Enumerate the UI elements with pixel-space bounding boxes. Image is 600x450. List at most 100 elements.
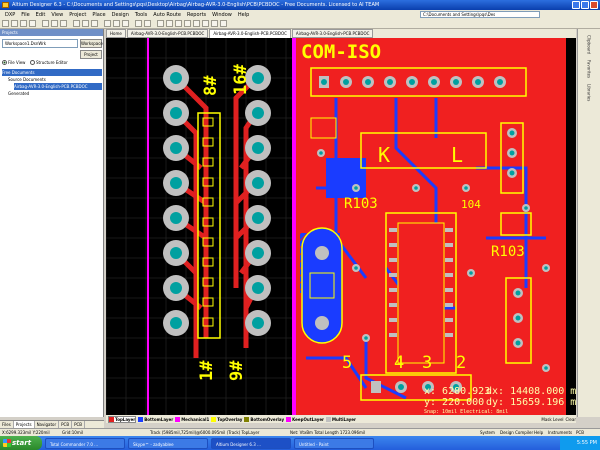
right-connector-outline [500,122,524,194]
menu-project[interactable]: Project [69,11,87,18]
select-icon[interactable] [104,20,111,27]
status-coords: X:6299.323mil Y:220mil [2,430,50,435]
tree-item-pcbdoc[interactable]: Airbag-AVR-3.0-English-PCB.PCBDOC [14,83,102,90]
system-tray-clock[interactable]: 5:55 PM [560,436,600,450]
tree-item-source-documents[interactable]: Source Documents [8,77,46,82]
menu-place[interactable]: Place [92,11,106,18]
menu-tools[interactable]: Tools [134,11,148,18]
menu-view[interactable]: View [51,11,64,18]
place-polygon-icon[interactable] [202,20,209,27]
label-pin-2: 2 [456,353,466,373]
tab-navigator[interactable]: Navigator [35,421,60,428]
redo-icon[interactable] [144,20,151,27]
tree-item-free-documents[interactable]: Free Documents [2,69,102,76]
layer-tab-topoverlay[interactable]: TopOverlay [211,416,243,422]
save-icon[interactable] [20,20,27,27]
zoom-fit-icon[interactable] [60,20,67,27]
menu-window[interactable]: Window [212,11,232,18]
layer-tab-keepout[interactable]: KeepOutLayer [286,416,324,422]
label-9: 9# [227,360,247,381]
structure-editor-radio[interactable]: Structure Editor [30,60,68,65]
interactive-route-icon[interactable] [157,20,164,27]
cut-icon[interactable] [73,20,80,27]
paste-icon[interactable] [91,20,98,27]
projects-panel: Projects Workspace1.DsnWrk Workspace Pro… [0,29,104,417]
layer-tab-bottomoverlay[interactable]: BottomOverlay [244,416,285,422]
mask-level-button[interactable]: Mask Level [541,416,564,422]
title-bar[interactable]: Altium Designer 6.3 - C:\Documents and S… [0,0,600,10]
menu-autoroute[interactable]: Auto Route [153,11,181,18]
undo-icon[interactable] [135,20,142,27]
pcb-canvas[interactable]: 8# 16# 1# 9# COM-ISO [106,38,576,415]
clear-button[interactable]: Clear [565,416,576,422]
task-paint[interactable]: Untitled - Paint [294,437,374,449]
menu-dxp[interactable]: DXP [5,11,16,18]
panel-tab-favorites[interactable]: Favorites [586,60,592,79]
place-fill-icon[interactable] [193,20,200,27]
zoom-in-icon[interactable] [42,20,49,27]
menu-edit[interactable]: Edit [35,11,46,18]
open-icon[interactable] [11,20,18,27]
deselect-icon[interactable] [122,20,129,27]
coord-dx: dx: 14408.000 mil [486,386,576,397]
project-dropdown[interactable] [2,50,77,58]
minimize-button[interactable] [572,1,580,9]
panel-tab-clipboard[interactable]: Clipboard [586,35,592,55]
status-net: Net: VtxBm Total Length 1723.096mil [290,430,366,435]
file-view-radio[interactable]: File View [2,60,25,65]
status-system[interactable]: System [480,430,495,435]
task-skype[interactable]: Skype™ - zadyablee [128,437,208,449]
menu-help[interactable]: Help [237,11,250,18]
com-iso-outline [310,67,527,97]
task-total-commander[interactable]: Total Commander 7.0 ... [45,437,125,449]
menu-reports[interactable]: Reports [186,11,207,18]
close-button[interactable] [590,1,598,9]
place-arc-icon[interactable] [184,20,191,27]
start-button[interactable]: start [0,436,42,450]
project-button[interactable]: Project [80,50,102,59]
tab-pcb[interactable]: PCB [59,421,73,428]
doc-tab-3[interactable]: Airbag-AVR-3.0-English-PCB.PCBDOC [291,29,374,38]
doc-tab-2[interactable]: Airbag-AVR-3.0-English-PCB.PCBDOC [209,29,291,38]
doc-tab-home[interactable]: Home [106,29,126,38]
move-icon[interactable] [113,20,120,27]
place-pad-icon[interactable] [166,20,173,27]
status-help[interactable]: Help [534,430,544,435]
maximize-button[interactable] [581,1,589,9]
workspace-button[interactable]: Workspace [80,39,103,48]
layer-swatch-mechanical1 [175,416,181,422]
status-design-compiler[interactable]: Design Compiler [500,430,534,435]
zoom-out-icon[interactable] [51,20,58,27]
layer-tab-mechanical1[interactable]: Mechanical1 [175,416,209,422]
layer-swatch-bottom [138,416,144,422]
layer-label-bottomoverlay: BottomOverlay [250,416,285,422]
place-string-icon[interactable] [211,20,218,27]
layer-tab-top[interactable]: TopLayer [108,415,137,423]
document-path-field[interactable]: C:\Documents and Settings\pqs\Des [420,11,540,18]
panel-tab-libraries[interactable]: Libraries [586,84,592,102]
tab-files[interactable]: Files [0,421,14,428]
new-icon[interactable] [2,20,9,27]
menu-file[interactable]: File [21,11,30,18]
menu-design[interactable]: Design [111,11,129,18]
layer-tab-multilayer[interactable]: MultiLayer [326,416,356,422]
print-icon[interactable] [29,20,36,27]
place-component-icon[interactable] [220,20,227,27]
layer-label-topoverlay: TopOverlay [217,416,243,422]
tab-pcb-2[interactable]: PCB [72,421,86,428]
tab-projects[interactable]: Projects [13,421,35,428]
status-pcb[interactable]: PCB [576,430,584,435]
status-instruments[interactable]: Instruments [548,430,573,435]
layer-tab-bottom[interactable]: BottomLayer [138,416,173,422]
tree-item-generated[interactable]: Generated [8,91,30,96]
task-altium[interactable]: Altium Designer 6.3 ... [211,437,291,449]
status-bar: X:6299.323mil Y:220mil Grid:10mil Track … [0,428,600,436]
place-via-icon[interactable] [175,20,182,27]
workspace-dropdown[interactable]: Workspace1.DsnWrk [2,39,78,48]
doc-tab-1[interactable]: Airbag-AVR-3.0-English-PCB.PCBDOC [126,29,209,38]
status-track: Track (5985mil,725mil)@6000.095mil (Trac… [150,430,260,435]
copy-icon[interactable] [82,20,89,27]
coord-x: x: 6280.923 [424,386,490,397]
connector-pads-left [163,65,189,336]
